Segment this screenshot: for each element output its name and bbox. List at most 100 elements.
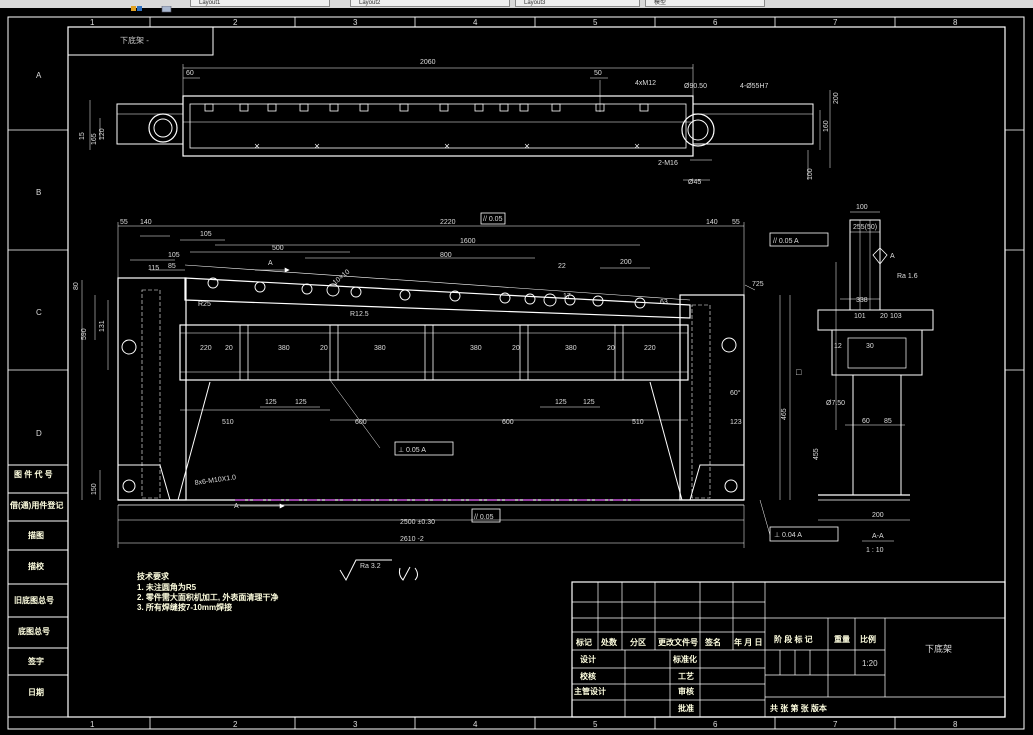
tolerance-frame-parallel-bottom: // 0.05 [471, 508, 501, 523]
dim-top-total: 2060 [420, 59, 436, 66]
dim-right-v1: 160 [823, 120, 830, 132]
col-label: 3 [353, 720, 358, 729]
svg-text:⊥ 0.05 A: ⊥ 0.05 A [398, 447, 426, 454]
sec-dim-338: 338 [856, 297, 868, 304]
tb-count: 处数 [600, 637, 618, 647]
tb-sheets: 共 张 第 张 版本 [770, 703, 827, 713]
notes-line1: 1. 未注圆角为R5 [137, 582, 197, 592]
section-mark-a2: A [234, 503, 239, 510]
dim-dia90: Ø90.50 [684, 83, 707, 90]
sec-scale: 1 : 10 [866, 547, 884, 554]
dim-r25: R25 [198, 301, 211, 308]
zone-labels: 1 2 3 4 5 6 7 8 1 2 3 4 5 6 7 8 A B C D [36, 18, 958, 729]
dim-131: 131 [99, 320, 106, 332]
tab-model[interactable]: 模型 [645, 0, 765, 7]
sec-dim-20: 20 [880, 313, 888, 320]
dim-150: 150 [91, 483, 98, 495]
dim-590: 590 [81, 328, 88, 340]
sec-dim-60: 60 [862, 418, 870, 425]
dim-17: 17 [563, 293, 571, 300]
sec-dim-455: 455 [813, 448, 820, 460]
dim-80: 80 [73, 282, 80, 290]
side-table-cell: 描图 [28, 530, 44, 540]
tb-stage: 阶 段 标 记 [774, 634, 813, 644]
dim-465: 465 [781, 408, 788, 420]
tb-scale-label: 比例 [860, 634, 876, 644]
svg-text:// 0.05 A: // 0.05 A [773, 238, 799, 245]
sec-dim-101: 101 [854, 313, 866, 320]
title-block: 标记 处数 分区 更改文件号 签名 年 月 日 设计 标准化 校核 工艺 主管设… [571, 581, 1006, 718]
tolerance-frame-perpendicular: ⊥ 0.05 A [394, 441, 454, 456]
dim-510b: 510 [632, 419, 644, 426]
side-table-cell: 旧底图总号 [14, 595, 54, 605]
tb-sign: 签名 [704, 637, 721, 647]
dim-r125: R12.5 [350, 311, 369, 318]
col-label: 6 [713, 720, 718, 729]
col-label: 6 [713, 18, 718, 27]
tb-date: 年 月 日 [734, 637, 762, 647]
top-view[interactable]: 2060 60 50 4xM12 Ø90.50 4-Ø55H7 2-M16 Ø4… [79, 59, 840, 186]
dim-55b: 55 [732, 219, 740, 226]
tb-design: 设计 [580, 654, 596, 664]
front-view[interactable]: 2220 140 140 55 55 105 105 500 1600 800 … [73, 212, 839, 548]
dim-top-left: 60 [186, 70, 194, 77]
tab-layout3[interactable]: Layout3 [515, 0, 640, 7]
sec-dim-30: 30 [866, 343, 874, 350]
dim-380c: 380 [470, 345, 482, 352]
dim-800: 800 [440, 252, 452, 259]
dim-85: 85 [168, 263, 176, 270]
tolerance-frame-perpendicular-2: ⊥ 0.04 A [769, 526, 839, 542]
sec-dim-a: A [890, 253, 895, 260]
svg-text:⊥ 0.04 A: ⊥ 0.04 A [774, 532, 802, 539]
side-table: 图 件 代 号 借(通)用件登记 描图 描校 旧底图总号 底图总号 签字 日期 [7, 464, 69, 718]
dim-725: 725 [752, 281, 764, 288]
toolbar-box-icon[interactable] [160, 0, 174, 13]
tb-approve: 批准 [678, 703, 694, 713]
col-label: 8 [953, 720, 958, 729]
col-label: 2 [233, 18, 238, 27]
row-label: D [36, 429, 42, 438]
section-mark-a1: A [268, 260, 273, 267]
dim-600b: 600 [502, 419, 514, 426]
tb-chief: 主管设计 [574, 686, 606, 696]
row-label: C [36, 308, 42, 317]
dim-1600: 1600 [460, 238, 476, 245]
notes-line3: 3. 所有焊缝按7-10mm焊接 [137, 602, 232, 612]
dim-220b: 220 [644, 345, 656, 352]
side-table-cell: 底图总号 [17, 626, 50, 636]
dim-bolt: 2-M16 [658, 160, 678, 167]
sec-dim-ra: Ra 1.6 [897, 273, 918, 280]
row-label: A [36, 71, 42, 80]
tb-check: 校核 [580, 671, 596, 681]
col-label: 4 [473, 720, 478, 729]
col-label: 8 [953, 18, 958, 27]
drawing-number-label: 下底架 - [120, 35, 149, 45]
tab-layout2[interactable]: Layout2 [350, 0, 510, 7]
sec-dim-750: Ø7.50 [826, 400, 845, 407]
sec-dim-12: 12 [834, 343, 842, 350]
dim-380b: 380 [374, 345, 386, 352]
col-label: 2 [233, 720, 238, 729]
side-table-cell: 图 件 代 号 [14, 469, 53, 479]
dim-10x10: 10×10 [332, 268, 352, 286]
tb-standard: 标准化 [672, 654, 697, 664]
dim-140b: 140 [706, 219, 718, 226]
section-view-aa[interactable]: 100 255(50) A Ra 1.6 338 101 20 103 12 3… [813, 204, 934, 554]
tab-layout1[interactable]: Layout1 [190, 0, 330, 7]
toolbar-color-icon[interactable] [130, 0, 144, 11]
dim-500: 500 [272, 245, 284, 252]
col-label: 5 [593, 18, 598, 27]
tb-zone: 分区 [630, 637, 646, 647]
dim-20c: 20 [512, 345, 520, 352]
dim-left-v3: 120 [99, 128, 106, 140]
col-label: 4 [473, 18, 478, 27]
dim-holes: 4xM12 [635, 80, 656, 87]
dim-front-total: 2220 [440, 219, 456, 226]
tb-process: 工艺 [678, 671, 694, 681]
dim-20b: 20 [320, 345, 328, 352]
svg-text:// 0.05: // 0.05 [474, 514, 494, 521]
dim-220a: 220 [200, 345, 212, 352]
tolerance-frame-parallel-right: // 0.05 A [769, 232, 829, 247]
